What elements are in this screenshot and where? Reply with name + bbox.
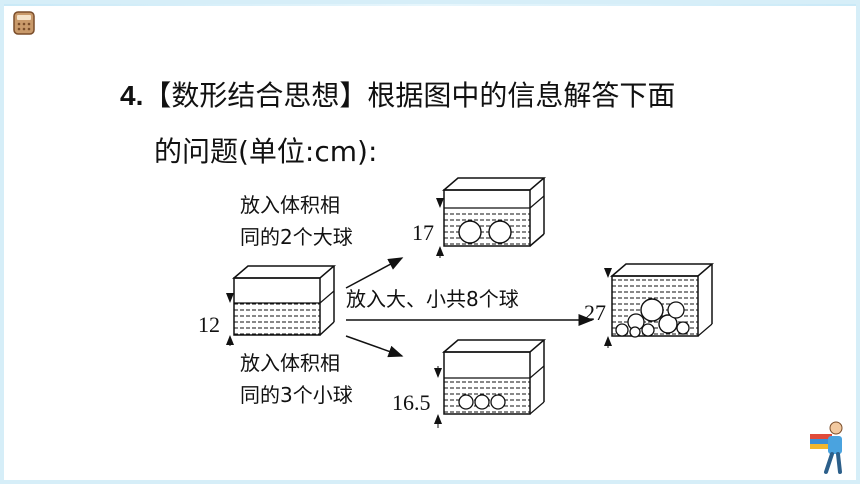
tank-initial: 12 (198, 265, 337, 346)
small-ball (474, 394, 490, 410)
label-middle: 放入大、小共8个球 (346, 287, 519, 311)
big-ball (640, 298, 664, 322)
calculator-icon (13, 11, 35, 35)
big-ball (458, 220, 482, 244)
arrow-to-bottom-tank (345, 335, 404, 358)
arrow-to-top-tank (345, 257, 404, 289)
height-initial: 12 (198, 312, 220, 337)
tank-two-big-balls: 17 (412, 177, 547, 258)
small-ball (629, 326, 641, 338)
label-top-line1: 放入体积相 (240, 193, 340, 217)
small-ball (615, 323, 629, 337)
tank-three-small-balls: 16.5 (392, 339, 547, 428)
tank-eight-balls: 27 (584, 263, 715, 348)
small-ball (676, 321, 690, 335)
label-top-line2: 同的2个大球 (240, 225, 353, 249)
big-ball (488, 220, 512, 244)
height-two-big: 17 (412, 220, 434, 245)
student-carrying-books-icon (810, 421, 843, 474)
height-all: 27 (584, 300, 606, 325)
small-ball (667, 301, 685, 319)
question-number: 4. (120, 80, 144, 111)
label-bottom-line2: 同的3个小球 (240, 383, 353, 407)
height-three-small: 16.5 (392, 390, 431, 415)
small-ball (458, 394, 474, 410)
label-bottom-line1: 放入体积相 (240, 351, 340, 375)
water-tank-diagram: 放入体积相 同的2个大球 放入体积相 同的3个小球 放入大、小共8个球 12 1… (198, 177, 715, 428)
question-tag: 【数形结合思想】 (143, 79, 368, 112)
small-ball (490, 394, 506, 410)
question-line2: 的问题(单位:cm): (154, 135, 378, 168)
top-decor-strip (0, 0, 860, 6)
small-ball (641, 323, 655, 337)
big-ball (658, 314, 678, 334)
question-line1: 根据图中的信息解答下面 (367, 79, 676, 112)
question-text: 4.【数形结合思想】根据图中的信息解答下面 的问题(单位:cm): (120, 68, 760, 180)
